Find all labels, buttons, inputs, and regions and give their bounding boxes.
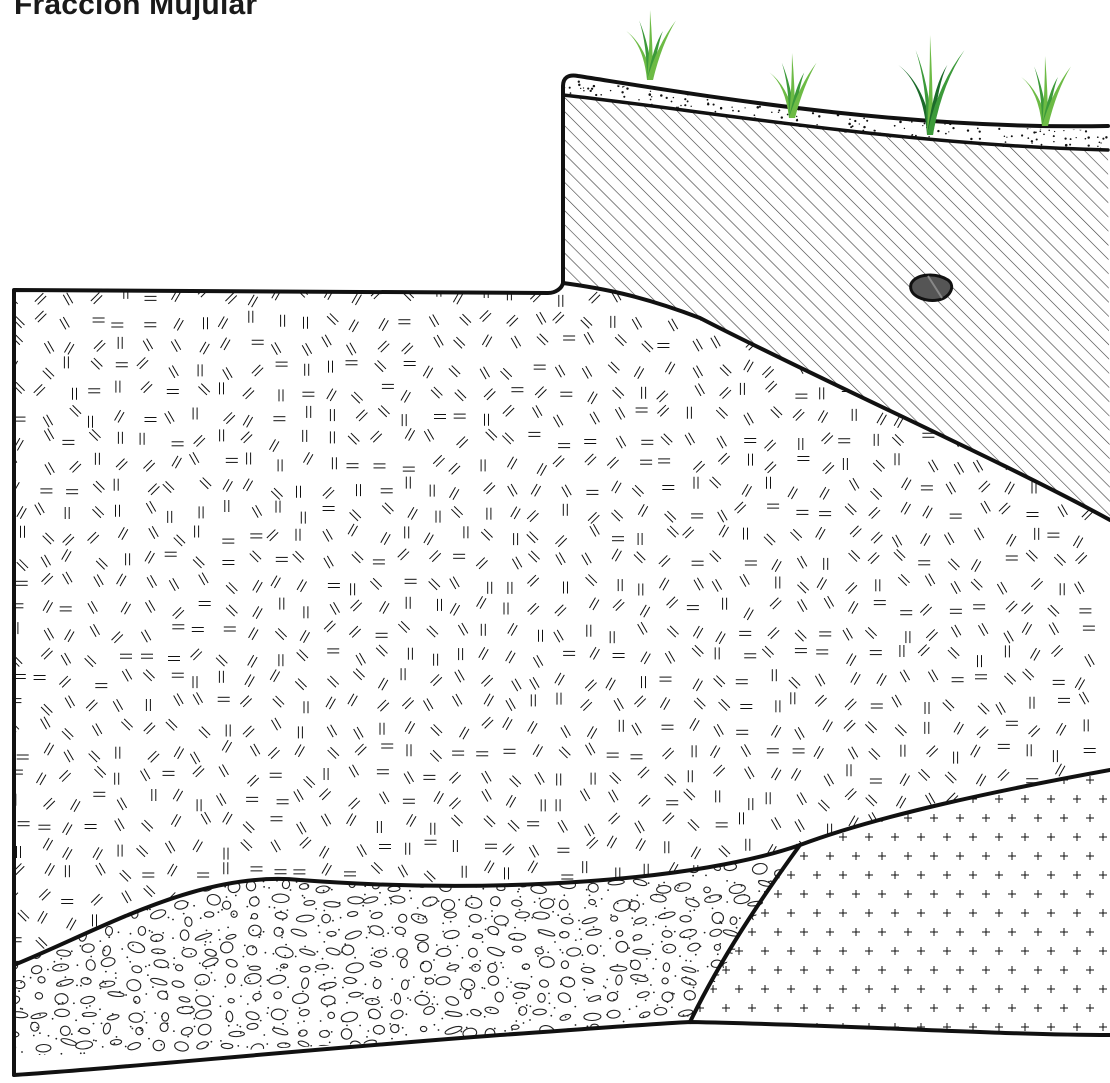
grass-tuft-icon — [1021, 56, 1071, 126]
stone-fragment-icon — [911, 275, 952, 300]
grass-tuft-icon — [626, 10, 676, 80]
base-boundary — [14, 1022, 1110, 1075]
ash-lower-boundary — [14, 770, 1110, 965]
gravel-bedrock-boundary — [690, 845, 800, 1022]
gravel-pebble-layer — [4, 861, 832, 1063]
